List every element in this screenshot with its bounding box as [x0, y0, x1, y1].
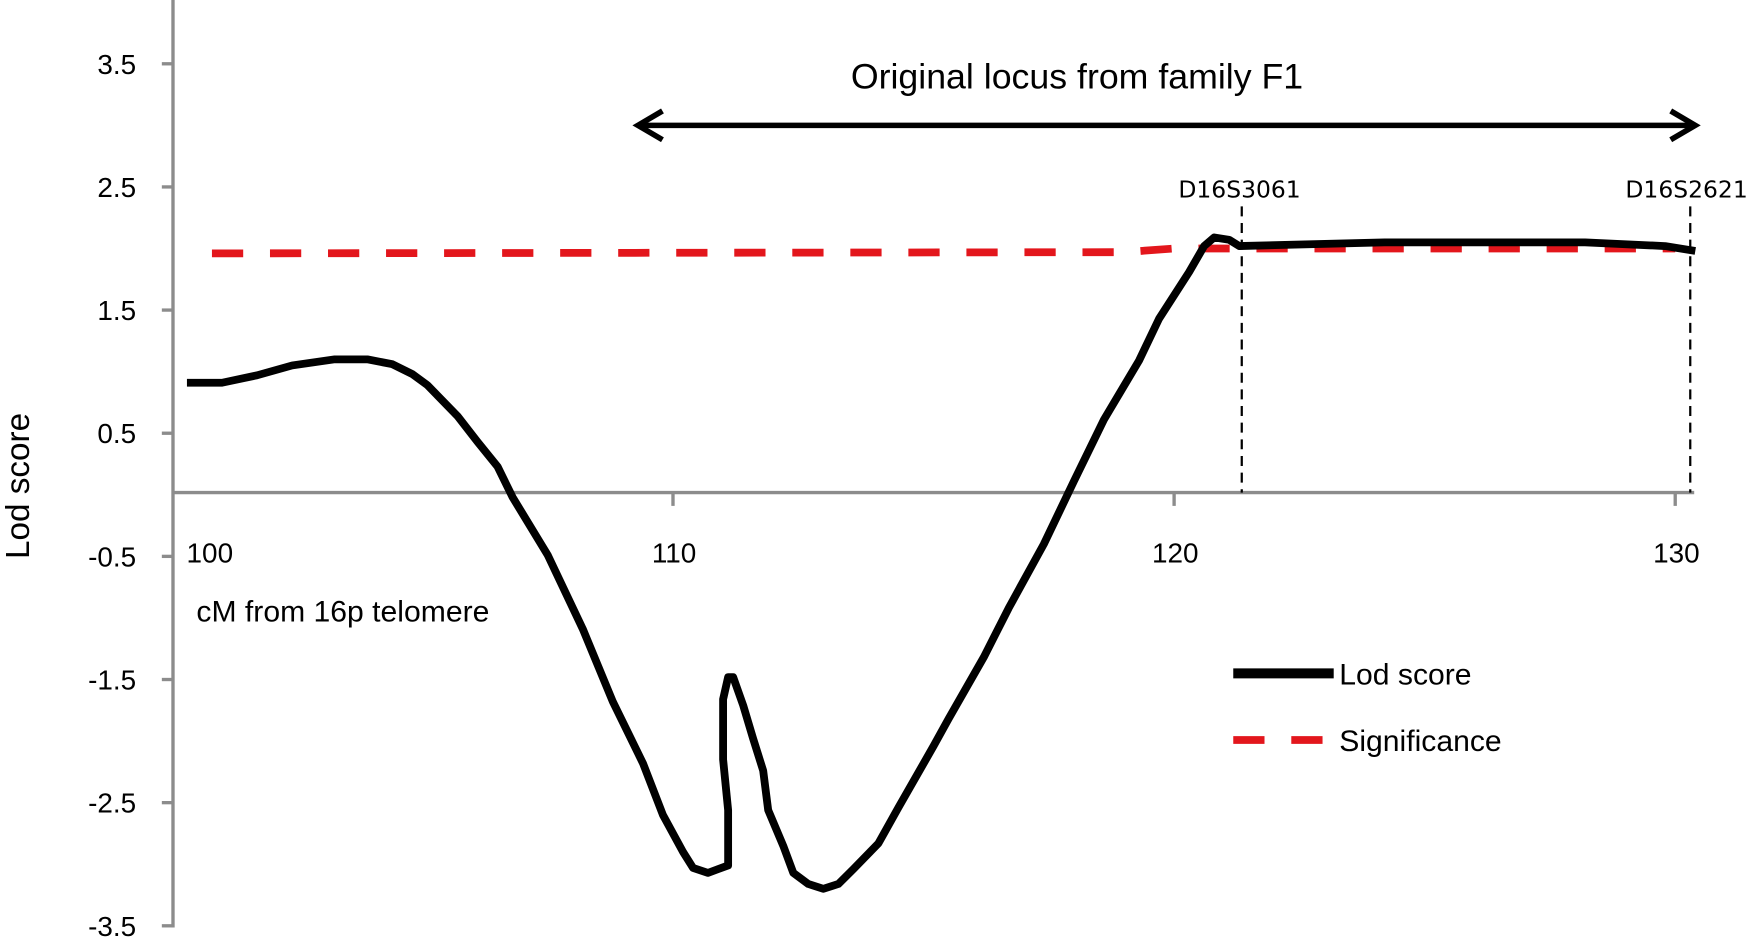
significance-series-line [211, 244, 1676, 258]
locus-annotation: Original locus from family F1 [851, 57, 1303, 97]
y-tick-label: -0.5 [88, 541, 136, 572]
y-tick-label: 2.5 [97, 172, 136, 203]
y-tick-label: 1.5 [97, 295, 136, 326]
locus-range-arrow [632, 108, 1701, 143]
marker-label: D16S3061 [1178, 176, 1300, 204]
lod-score-series-line [186, 233, 1696, 893]
legend: Lod score Significance [1233, 659, 1502, 758]
x-tick-label: 120 [1152, 538, 1199, 569]
y-tick-label: 3.5 [97, 49, 136, 80]
legend-lod-label: Lod score [1339, 659, 1471, 692]
y-tick-label: -3.5 [88, 911, 136, 942]
x-tick-label: 100 [187, 538, 234, 569]
y-tick-label: 0.5 [97, 418, 136, 449]
y-axis-label: Lod score [0, 413, 37, 559]
legend-significance-label: Significance [1339, 725, 1501, 758]
x-axis-label: cM from 16p telomere [196, 595, 489, 628]
y-tick-label: -1.5 [88, 665, 136, 696]
x-tick-label: 130 [1653, 538, 1700, 569]
y-tick-label: -2.5 [88, 788, 136, 819]
arrow-head-right [1669, 108, 1701, 143]
x-tick-label: 110 [652, 538, 696, 569]
marker-label: D16S2621 [1625, 176, 1747, 204]
arrow-head-left [632, 108, 664, 143]
